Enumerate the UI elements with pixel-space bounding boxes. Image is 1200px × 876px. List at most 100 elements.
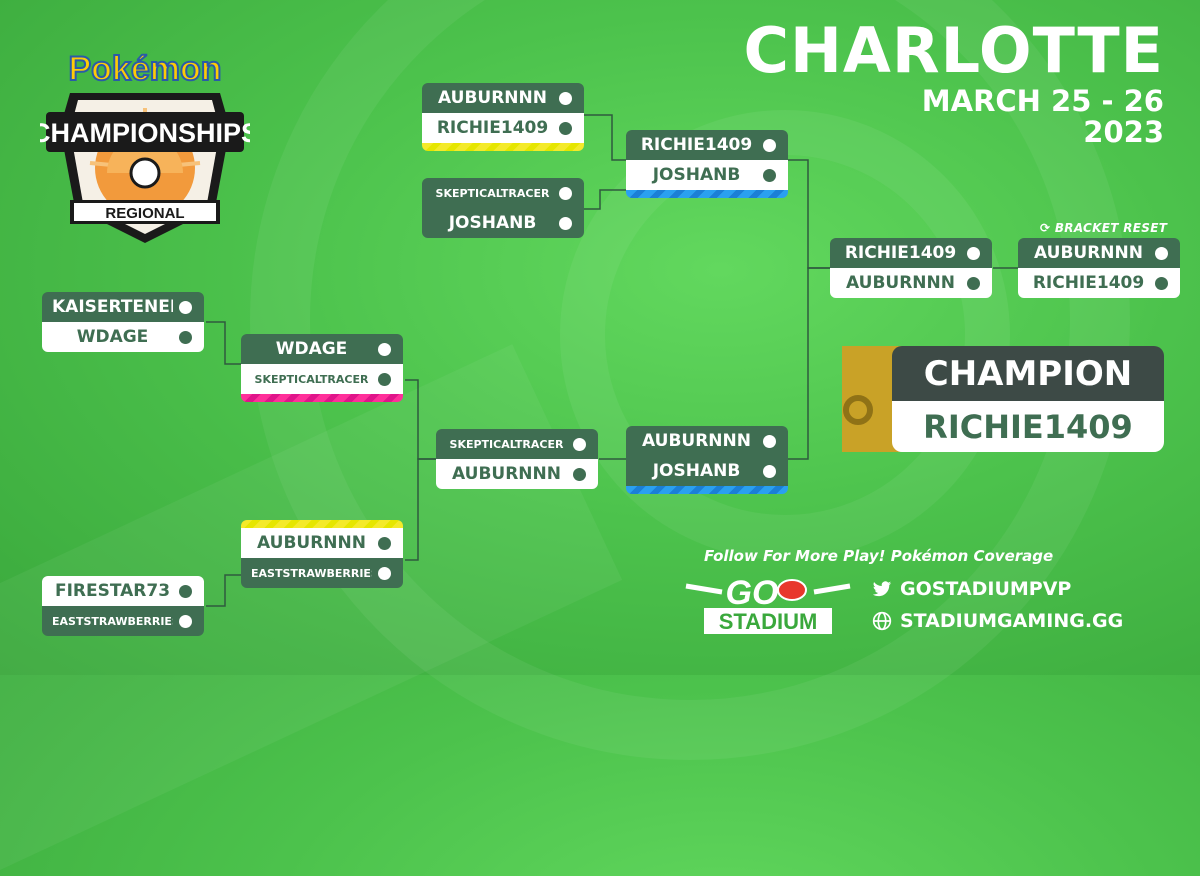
event-date-range: MARCH 25 - 26 — [921, 84, 1164, 118]
player-name: RICHIE1409 — [844, 243, 957, 263]
logo-line2: REGIONAL — [105, 205, 184, 222]
twitter-icon — [872, 581, 892, 597]
player-name: KAISERTENER — [52, 297, 173, 317]
match-winners-semifinal-1: AUBURNNN RICHIE1409 — [422, 83, 584, 151]
match-slot-top: AUBURNNN — [626, 426, 788, 456]
status-dot — [378, 566, 391, 580]
follow-text: Follow For More Play! Pokémon Coverage — [704, 547, 1054, 565]
match-bracket-reset: AUBURNNN RICHIE1409 — [1018, 238, 1180, 298]
match-slot-bottom: RICHIE1409 — [422, 113, 584, 143]
match-losers-round-1b: FIRESTAR73 EASTSTRAWBERRIES — [42, 576, 204, 636]
champion-label: CHAMPION — [892, 346, 1164, 401]
website-url: STADIUMGAMING.GG — [900, 610, 1124, 632]
status-dot — [1155, 276, 1168, 290]
match-winners-semifinal-2: SKEPTICALTRACER JOSHANB — [422, 178, 584, 238]
match-slot-top: WDAGE — [241, 334, 403, 364]
status-dot — [573, 437, 586, 451]
bracket-reset-label: ⟳ BRACKET RESET — [1040, 221, 1167, 235]
match-losers-final: AUBURNNN JOSHANB — [626, 426, 788, 494]
player-name: RICHIE1409 — [1032, 273, 1145, 293]
accent-stripe — [422, 143, 584, 151]
match-slot-bottom: JOSHANB — [626, 456, 788, 486]
player-name: AUBURNNN — [846, 273, 955, 293]
player-name: JOSHANB — [652, 165, 741, 185]
accent-stripe — [626, 190, 788, 198]
match-losers-semifinal: SKEPTICALTRACER AUBURNNN — [436, 429, 598, 489]
status-dot — [559, 121, 572, 135]
accent-stripe — [241, 520, 403, 528]
match-slot-bottom: JOSHANB — [422, 208, 584, 238]
website-link[interactable]: STADIUMGAMING.GG — [872, 610, 1123, 632]
logo-line1: CHAMPIONSHIPS — [40, 118, 250, 148]
player-name: EASTSTRAWBERRIES — [251, 566, 372, 580]
status-dot — [179, 300, 192, 314]
player-name: AUBURNNN — [438, 88, 547, 108]
event-city: CHARLOTTE — [743, 14, 1164, 87]
player-name: AUBURNNN — [1034, 243, 1143, 263]
event-year: 2023 — [1083, 115, 1164, 150]
status-dot — [763, 464, 776, 478]
status-dot — [559, 91, 572, 105]
match-slot-bottom: JOSHANB — [626, 160, 788, 190]
go-stadium-logo: GO STADIUM — [685, 574, 851, 634]
player-name: RICHIE1409 — [640, 135, 753, 155]
twitter-link[interactable]: GOSTADIUMPVP — [872, 578, 1071, 600]
go-text: GO — [726, 574, 779, 612]
event-dates: MARCH 25 - 26 2023 — [921, 84, 1164, 150]
stadium-text: STADIUM — [719, 609, 818, 634]
player-name: EASTSTRAWBERRIES — [52, 614, 173, 628]
match-slot-top: AUBURNNN — [422, 83, 584, 113]
status-dot — [1155, 246, 1168, 260]
match-losers-round-2: WDAGE SKEPTICALTRACER — [241, 334, 403, 402]
twitter-handle: GOSTADIUMPVP — [900, 578, 1072, 600]
match-slot-top: AUBURNNN — [241, 528, 403, 558]
player-name: WDAGE — [76, 327, 149, 347]
status-dot — [763, 168, 776, 182]
match-losers-round-1: KAISERTENER WDAGE — [42, 292, 204, 352]
status-dot — [378, 342, 391, 356]
status-dot — [179, 614, 192, 628]
match-winners-final: RICHIE1409 JOSHANB — [626, 130, 788, 198]
match-slot-top: AUBURNNN — [1018, 238, 1180, 268]
match-slot-bottom: EASTSTRAWBERRIES — [42, 606, 204, 636]
match-slot-bottom: EASTSTRAWBERRIES — [241, 558, 403, 588]
globe-icon — [872, 611, 892, 631]
player-name: WDAGE — [275, 339, 348, 359]
match-slot-top: RICHIE1409 — [626, 130, 788, 160]
match-slot-bottom: AUBURNNN — [830, 268, 992, 298]
status-dot — [763, 434, 776, 448]
bracket-reset-text: BRACKET RESET — [1054, 221, 1168, 235]
status-dot — [179, 330, 192, 344]
status-dot — [559, 186, 572, 200]
player-name: JOSHANB — [652, 461, 741, 481]
player-name: SKEPTICALTRACER — [435, 186, 550, 200]
champion-panel: CHAMPION RICHIE1409 — [892, 346, 1164, 452]
status-dot — [179, 584, 192, 598]
status-dot — [573, 467, 586, 481]
player-name: SKEPTICALTRACER — [254, 372, 369, 386]
match-slot-bottom: SKEPTICALTRACER — [241, 364, 403, 394]
status-dot — [763, 138, 776, 152]
player-name: AUBURNNN — [257, 533, 366, 553]
player-name: JOSHANB — [448, 213, 537, 233]
match-slot-top: FIRESTAR73 — [42, 576, 204, 606]
accent-stripe — [241, 394, 403, 402]
player-name: RICHIE1409 — [436, 118, 549, 138]
logo-brand: Pokémon — [68, 50, 221, 88]
player-name: AUBURNNN — [452, 464, 561, 484]
status-dot — [559, 216, 572, 230]
player-name: FIRESTAR73 — [54, 581, 171, 601]
match-slot-top: SKEPTICALTRACER — [422, 178, 584, 208]
match-losers-round-2b: AUBURNNN EASTSTRAWBERRIES — [241, 520, 403, 588]
accent-stripe — [626, 486, 788, 494]
champion-name: RICHIE1409 — [892, 401, 1164, 452]
match-slot-bottom: WDAGE — [42, 322, 204, 352]
match-slot-bottom: RICHIE1409 — [1018, 268, 1180, 298]
match-grand-final: RICHIE1409 AUBURNNN — [830, 238, 992, 298]
refresh-icon: ⟳ — [1040, 221, 1051, 235]
status-dot — [378, 372, 391, 386]
pokemon-championships-logo: CHAMPIONSHIPS Pokémon REGIONAL — [40, 49, 250, 243]
match-slot-top: KAISERTENER — [42, 292, 204, 322]
match-slot-top: RICHIE1409 — [830, 238, 992, 268]
status-dot — [378, 536, 391, 550]
